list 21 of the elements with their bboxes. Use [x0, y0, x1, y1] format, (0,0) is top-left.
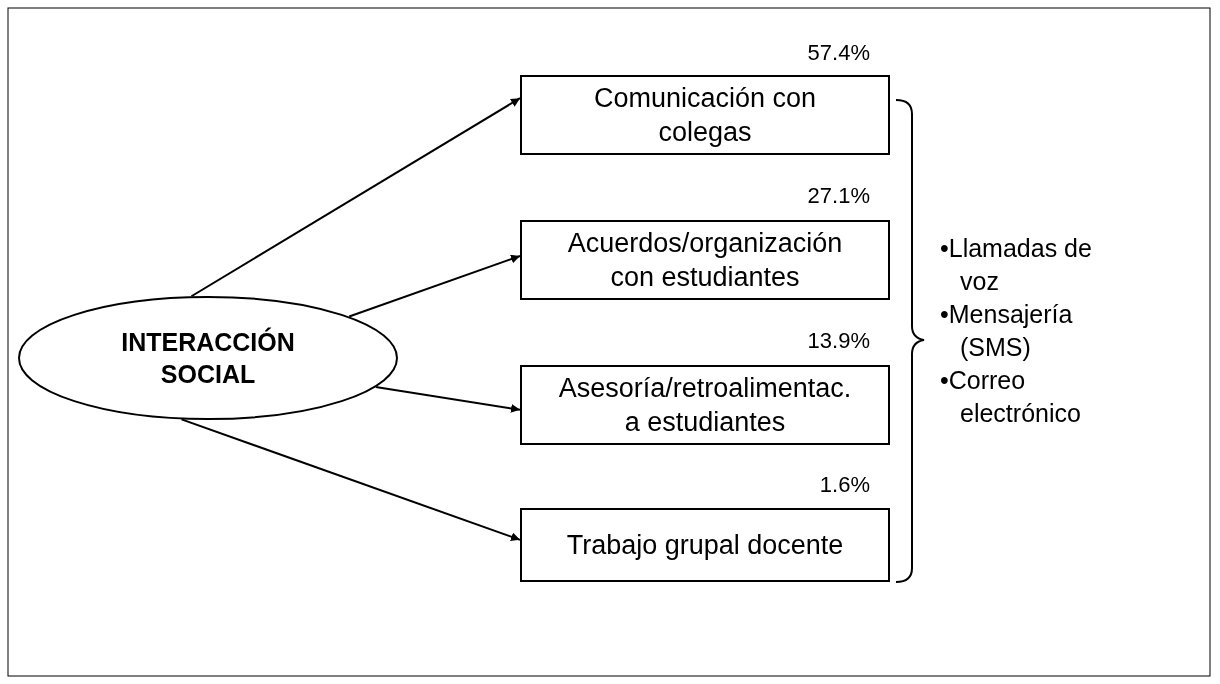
bullet-item: •Mensajería (SMS): [940, 299, 1074, 363]
bullet-item: •Llamadas de voz: [940, 233, 1093, 297]
process-box: [520, 220, 890, 300]
arrow: [180, 418, 521, 542]
arrow: [348, 254, 521, 318]
arrow: [374, 386, 521, 413]
percentage-label: 27.1%: [807, 183, 870, 209]
percentage-label: 57.4%: [807, 40, 870, 66]
percentage-label: 1.6%: [819, 472, 870, 498]
process-box: [520, 365, 890, 445]
percentage-label: 13.9%: [807, 328, 870, 354]
ellipse-node: [18, 296, 398, 420]
process-box: [520, 75, 890, 155]
box-text: Asesoría/retroalimentac. a estudiantes: [557, 372, 853, 439]
box-text: Comunicación con colegas: [592, 82, 818, 149]
bullet-item: •Correo electrónico: [940, 365, 1082, 429]
box-text: Trabajo grupal docente: [566, 529, 844, 562]
node-title: INTERACCIÓN SOCIAL: [120, 326, 296, 390]
arrow: [190, 97, 521, 298]
box-text: Acuerdos/organización con estudiantes: [566, 227, 844, 294]
process-box: [520, 508, 890, 582]
